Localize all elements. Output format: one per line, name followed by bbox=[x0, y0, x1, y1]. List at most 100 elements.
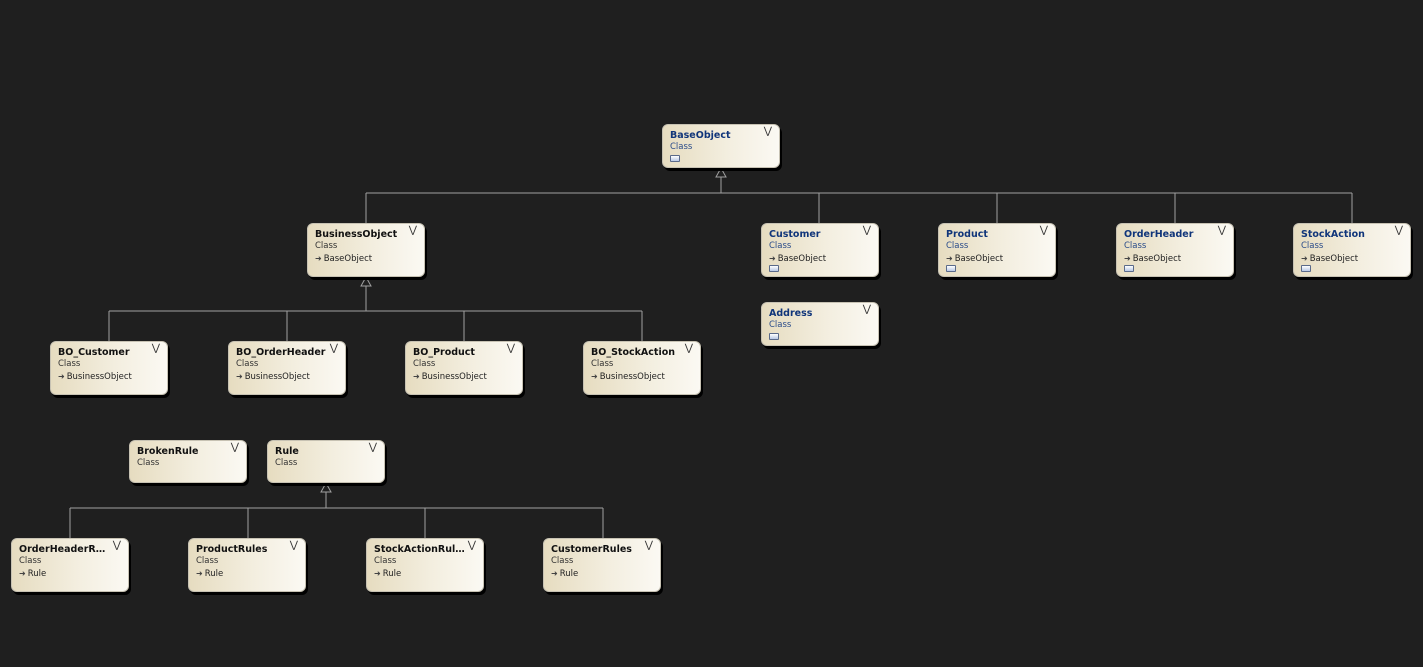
class-name: BO_Product bbox=[413, 347, 475, 358]
class-name: BO_StockAction bbox=[591, 347, 675, 358]
class-name: Product bbox=[946, 229, 988, 240]
base-class: ➜Rule bbox=[196, 569, 224, 579]
chevron-down-icon[interactable]: ⋁ bbox=[1217, 225, 1226, 236]
chevron-down-icon[interactable]: ⋁ bbox=[763, 126, 772, 137]
inherits-arrow-icon: ➜ bbox=[413, 372, 420, 381]
chevron-down-icon[interactable]: ⋁ bbox=[329, 343, 338, 354]
chevron-down-icon[interactable]: ⋁ bbox=[368, 442, 377, 453]
class-kind: Class bbox=[315, 241, 338, 251]
chevron-down-icon[interactable]: ⋁ bbox=[112, 540, 121, 551]
inherits-arrow-icon: ➜ bbox=[236, 372, 243, 381]
class-kind: Class bbox=[236, 359, 259, 369]
class-kind: Class bbox=[1124, 241, 1147, 251]
class-name: BO_OrderHeader bbox=[236, 347, 326, 358]
class-kind: Class bbox=[275, 458, 298, 468]
field-collapsed-icon bbox=[769, 333, 779, 340]
chevron-down-icon[interactable]: ⋁ bbox=[1394, 225, 1403, 236]
chevron-down-icon[interactable]: ⋁ bbox=[408, 225, 417, 236]
chevron-down-icon[interactable]: ⋁ bbox=[506, 343, 515, 354]
class-kind: Class bbox=[769, 320, 792, 330]
class-kind: Class bbox=[769, 241, 792, 251]
inherits-arrow-icon: ➜ bbox=[1124, 254, 1131, 263]
base-class: ➜Rule bbox=[551, 569, 579, 579]
class-name: BaseObject bbox=[670, 130, 731, 141]
class-name: Rule bbox=[275, 446, 299, 457]
base-class: ➜BusinessObject bbox=[236, 372, 310, 382]
class-box-address[interactable]: Address Class ⋁ bbox=[761, 302, 879, 346]
inherits-arrow-icon: ➜ bbox=[315, 254, 322, 263]
field-collapsed-icon bbox=[769, 265, 779, 272]
inheritance-arrowhead bbox=[360, 275, 372, 287]
class-name: Customer bbox=[769, 229, 821, 240]
field-collapsed-icon bbox=[670, 155, 680, 162]
base-class: ➜BusinessObject bbox=[58, 372, 132, 382]
chevron-down-icon[interactable]: ⋁ bbox=[862, 225, 871, 236]
inherits-arrow-icon: ➜ bbox=[196, 569, 203, 578]
class-box-brokenrule[interactable]: BrokenRule Class ⋁ bbox=[129, 440, 247, 483]
class-box-businessobject[interactable]: BusinessObject Class ➜BaseObject ⋁ bbox=[307, 223, 425, 277]
base-class: ➜BaseObject bbox=[1124, 254, 1182, 264]
inherits-arrow-icon: ➜ bbox=[58, 372, 65, 381]
chevron-down-icon[interactable]: ⋁ bbox=[289, 540, 298, 551]
inherits-arrow-icon: ➜ bbox=[1301, 254, 1308, 263]
base-class: ➜Rule bbox=[374, 569, 402, 579]
chevron-down-icon[interactable]: ⋁ bbox=[862, 304, 871, 315]
class-box-baseobject[interactable]: BaseObject Class ⋁ bbox=[662, 124, 780, 168]
inherits-arrow-icon: ➜ bbox=[551, 569, 558, 578]
class-box-bo-product[interactable]: BO_Product Class ➜BusinessObject ⋁ bbox=[405, 341, 523, 395]
class-kind: Class bbox=[58, 359, 81, 369]
class-box-bo-stockaction[interactable]: BO_StockAction Class ➜BusinessObject ⋁ bbox=[583, 341, 701, 395]
base-class: ➜BaseObject bbox=[315, 254, 373, 264]
class-box-rule[interactable]: Rule Class ⋁ bbox=[267, 440, 385, 483]
inheritance-arrowhead bbox=[320, 481, 332, 493]
class-kind: Class bbox=[551, 556, 574, 566]
chevron-down-icon[interactable]: ⋁ bbox=[684, 343, 693, 354]
chevron-down-icon[interactable]: ⋁ bbox=[644, 540, 653, 551]
base-class: ➜Rule bbox=[19, 569, 47, 579]
class-name: StockAction bbox=[1301, 229, 1365, 240]
class-box-stockaction[interactable]: StockAction Class ➜BaseObject ⋁ bbox=[1293, 223, 1411, 277]
class-box-product[interactable]: Product Class ➜BaseObject ⋁ bbox=[938, 223, 1056, 277]
class-kind: Class bbox=[670, 142, 693, 152]
class-name: OrderHeaderRul... bbox=[19, 544, 111, 555]
class-kind: Class bbox=[1301, 241, 1324, 251]
class-kind: Class bbox=[19, 556, 42, 566]
inheritance-arrowhead bbox=[715, 166, 727, 178]
inherits-arrow-icon: ➜ bbox=[591, 372, 598, 381]
class-kind: Class bbox=[374, 556, 397, 566]
field-collapsed-icon bbox=[1301, 265, 1311, 272]
class-box-orderheaderrules[interactable]: OrderHeaderRul... Class ➜Rule ⋁ bbox=[11, 538, 129, 592]
class-name: OrderHeader bbox=[1124, 229, 1194, 240]
class-name: CustomerRules bbox=[551, 544, 632, 555]
base-class: ➜BusinessObject bbox=[591, 372, 665, 382]
class-name: ProductRules bbox=[196, 544, 268, 555]
class-name: StockActionRules bbox=[374, 544, 466, 555]
chevron-down-icon[interactable]: ⋁ bbox=[467, 540, 476, 551]
inherits-arrow-icon: ➜ bbox=[374, 569, 381, 578]
class-kind: Class bbox=[196, 556, 219, 566]
field-collapsed-icon bbox=[946, 265, 956, 272]
inherits-arrow-icon: ➜ bbox=[19, 569, 26, 578]
class-box-orderheader[interactable]: OrderHeader Class ➜BaseObject ⋁ bbox=[1116, 223, 1234, 277]
class-box-productrules[interactable]: ProductRules Class ➜Rule ⋁ bbox=[188, 538, 306, 592]
class-name: BO_Customer bbox=[58, 347, 130, 358]
class-kind: Class bbox=[946, 241, 969, 251]
chevron-down-icon[interactable]: ⋁ bbox=[151, 343, 160, 354]
chevron-down-icon[interactable]: ⋁ bbox=[1039, 225, 1048, 236]
class-kind: Class bbox=[413, 359, 436, 369]
class-box-customer[interactable]: Customer Class ➜BaseObject ⋁ bbox=[761, 223, 879, 277]
class-box-customerrules[interactable]: CustomerRules Class ➜Rule ⋁ bbox=[543, 538, 661, 592]
class-kind: Class bbox=[137, 458, 160, 468]
base-class: ➜BusinessObject bbox=[413, 372, 487, 382]
class-box-stockactionrules[interactable]: StockActionRules Class ➜Rule ⋁ bbox=[366, 538, 484, 592]
class-box-bo-orderheader[interactable]: BO_OrderHeader Class ➜BusinessObject ⋁ bbox=[228, 341, 346, 395]
class-name: BrokenRule bbox=[137, 446, 199, 457]
inherits-arrow-icon: ➜ bbox=[946, 254, 953, 263]
base-class: ➜BaseObject bbox=[946, 254, 1004, 264]
class-box-bo-customer[interactable]: BO_Customer Class ➜BusinessObject ⋁ bbox=[50, 341, 168, 395]
base-class: ➜BaseObject bbox=[769, 254, 827, 264]
base-class: ➜BaseObject bbox=[1301, 254, 1359, 264]
chevron-down-icon[interactable]: ⋁ bbox=[230, 442, 239, 453]
